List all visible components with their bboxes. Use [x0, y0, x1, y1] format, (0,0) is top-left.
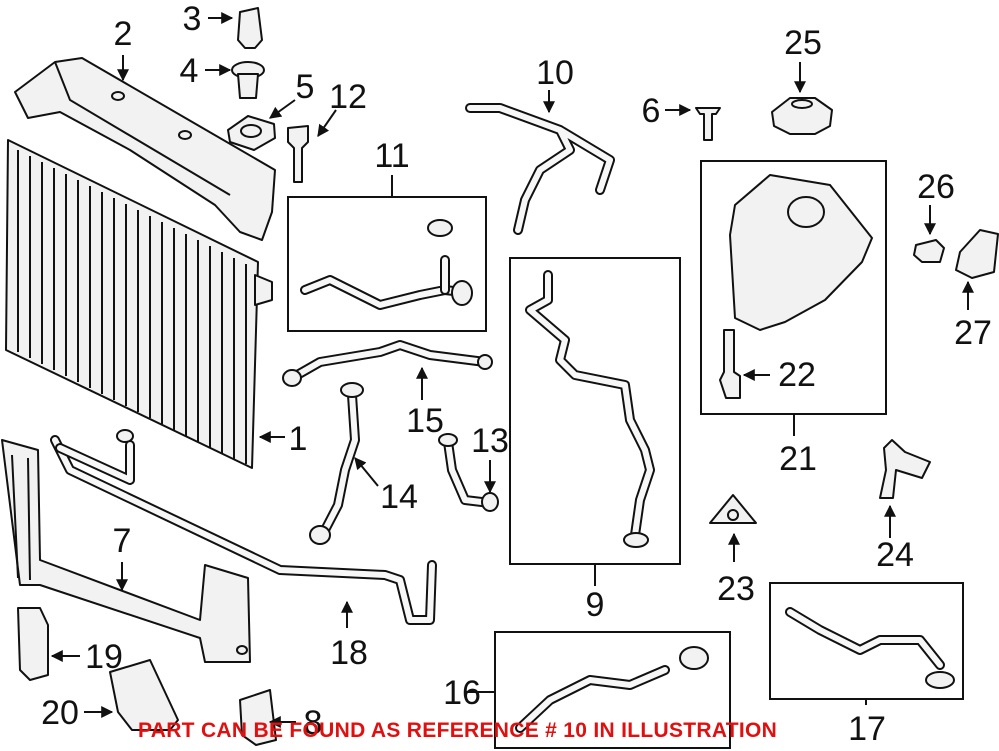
callout-25: 25 [784, 24, 822, 62]
callout-23: 23 [717, 570, 755, 608]
callout-17: 17 [848, 710, 886, 748]
callout-22: 22 [778, 356, 816, 394]
upper-radiator-support [14, 57, 276, 241]
oil-cooler-line [50, 429, 437, 625]
callout-26: 26 [917, 168, 955, 206]
mount-5 [227, 115, 276, 151]
reference-notice: PART CAN BE FOUND AS REFERENCE # 10 IN I… [138, 719, 778, 742]
radiator [5, 139, 273, 469]
callout-27: 27 [954, 314, 992, 352]
bracket-24 [879, 439, 931, 499]
callout-16: 16 [443, 674, 481, 712]
callout-9: 9 [586, 586, 605, 624]
plug-26 [913, 239, 945, 263]
sensor-12 [287, 125, 309, 183]
callout-13: 13 [471, 422, 509, 460]
leader-lines [50, 12, 974, 728]
callout-7: 7 [113, 522, 132, 560]
callout-3: 3 [183, 0, 202, 38]
callout-21: 21 [779, 440, 817, 478]
expansion-tank [719, 174, 873, 399]
grommet-4 [231, 61, 265, 99]
fastener-3 [237, 7, 263, 49]
warning-label-23 [709, 494, 757, 524]
box-11 [287, 196, 487, 332]
hose-17 [785, 607, 955, 689]
bolt-6 [695, 107, 721, 141]
callout-18: 18 [330, 634, 368, 672]
box-16 [494, 631, 731, 749]
callout-12: 12 [329, 78, 367, 116]
callout-14: 14 [380, 478, 418, 516]
bracket-8 [239, 689, 277, 746]
callout-4: 4 [180, 52, 199, 90]
callout-15: 15 [406, 402, 444, 440]
hose-15 [282, 340, 493, 387]
coolant-pipe-10 [465, 103, 615, 235]
hose-14 [309, 382, 364, 545]
callout-6: 6 [642, 92, 661, 130]
air-duct-19 [17, 607, 49, 681]
hose-16 [515, 646, 709, 733]
callout-19: 19 [85, 638, 123, 676]
air-deflector-20 [109, 659, 179, 731]
hose-11 [300, 219, 473, 310]
lower-radiator-frame [1, 439, 251, 663]
hose-9 [525, 270, 655, 548]
hose-13 [438, 433, 499, 512]
callout-8: 8 [304, 704, 323, 742]
callout-11: 11 [374, 137, 409, 175]
callout-24: 24 [876, 536, 914, 574]
cap-25 [771, 97, 833, 135]
callout-5: 5 [296, 68, 315, 106]
callout-10: 10 [536, 54, 574, 92]
bracket-27 [955, 229, 999, 279]
callout-1: 1 [289, 420, 308, 458]
callout-2: 2 [114, 15, 133, 53]
callout-20: 20 [41, 694, 79, 732]
